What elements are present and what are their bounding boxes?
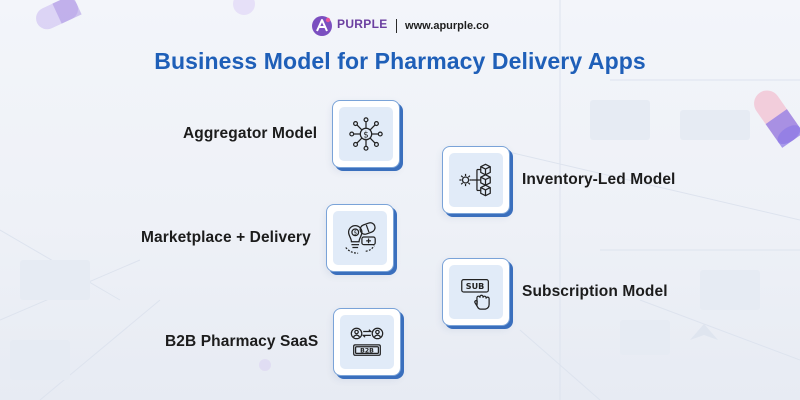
subscription-click-icon: SUB (461, 279, 490, 310)
model-inventory-led: Inventory-Led Model (442, 146, 675, 214)
brand-header: PURPLE www.apurple.co (0, 15, 800, 37)
icon-card: $ (332, 100, 401, 168)
model-label: Marketplace + Delivery (141, 229, 311, 246)
model-aggregator: Aggregator Model $ (183, 100, 401, 168)
gear-boxes-icon (459, 163, 491, 197)
brand: PURPLE (311, 15, 387, 37)
pill-decoration-top-left (36, 0, 82, 30)
pill-marketplace-icon: $ (345, 222, 376, 254)
model-marketplace-delivery: Marketplace + Delivery $ (141, 204, 394, 272)
svg-text:$: $ (363, 130, 368, 140)
pill-decoration-top (233, 0, 255, 15)
icon-card: B2B (333, 308, 402, 376)
brand-url[interactable]: www.apurple.co (405, 20, 489, 32)
brand-tagline (337, 31, 387, 35)
model-label: Aggregator Model (183, 125, 318, 142)
icon-card: $ (325, 204, 394, 272)
model-label: Subscription Model (522, 283, 668, 300)
icon-card: SUB (442, 258, 510, 326)
b2b-exchange-icon: B2B (351, 327, 384, 356)
apurple-logo-icon (312, 16, 333, 36)
model-subscription: SUB Subscription Model (442, 258, 668, 326)
sub-text: SUB (466, 282, 485, 291)
page-title: Business Model for Pharmacy Delivery App… (154, 48, 646, 74)
model-label: Inventory-Led Model (522, 171, 676, 188)
dot-decoration-bottom (259, 359, 271, 371)
pill-decoration-right (754, 90, 800, 148)
model-label: B2B Pharmacy SaaS (165, 333, 319, 350)
svg-text:$: $ (353, 231, 357, 237)
model-b2b-pharmacy-saas: B2B Pharmacy SaaS B2B (165, 308, 402, 376)
icon-card (442, 146, 510, 214)
brand-name: PURPLE (337, 16, 388, 31)
network-dollar-icon: $ (349, 117, 383, 151)
brand-divider (395, 19, 398, 33)
b2b-text: B2B (361, 347, 375, 354)
